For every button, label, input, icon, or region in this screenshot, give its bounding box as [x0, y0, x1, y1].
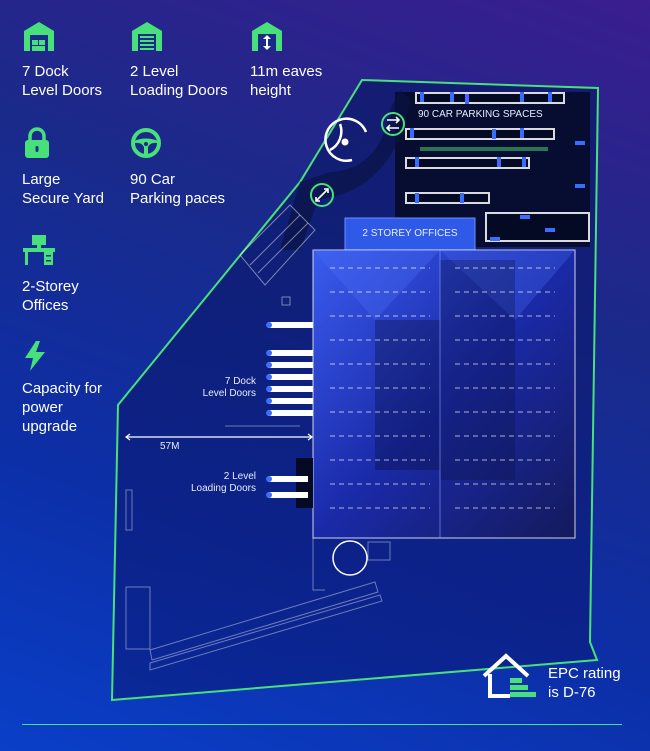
- yard-markings: [125, 489, 391, 671]
- warehouse-dock-icon: [24, 22, 54, 51]
- feature-label: 2 Level Loading Doors: [130, 63, 228, 99]
- roundabout-icon: [324, 117, 368, 162]
- feature-label: 2-Storey Offices: [22, 278, 79, 314]
- offices-block: [344, 217, 476, 251]
- warehouse-height-icon: [252, 22, 282, 51]
- loading-doors-label: 2 Level Loading Doors: [190, 471, 256, 494]
- feature-secure-yard: Large Secure Yard: [22, 127, 132, 207]
- feature-label: 7 Dock Level Doors: [22, 63, 103, 99]
- two-way-traffic-icon: [381, 112, 405, 136]
- padlock-icon: [25, 127, 49, 158]
- feature-dock-doors: 7 Dock Level Doors: [22, 20, 132, 100]
- desk-computer-icon: [23, 235, 55, 265]
- feature-power: Capacity for power upgrade: [22, 340, 132, 440]
- dock-doors: [266, 322, 313, 416]
- access-road: [280, 90, 410, 250]
- loading-doors: [266, 458, 313, 508]
- dock-doors-label: 7 Dock Level Doors: [202, 376, 256, 399]
- epc-rating: EPC rating is D-76: [548, 665, 621, 701]
- offices-label: 2 STOREY OFFICES: [362, 228, 458, 239]
- feature-eaves-height: 11m eaves height: [250, 20, 360, 100]
- turning-circle: [332, 540, 368, 576]
- steering-wheel-icon: [131, 128, 161, 158]
- width-dimension-label: 57M: [160, 441, 180, 452]
- feature-label: 90 Car Parking paces: [130, 171, 226, 207]
- feature-label: Large Secure Yard: [22, 171, 104, 207]
- warehouse-roller-door-icon: [132, 22, 162, 51]
- angled-ramp: [239, 204, 316, 306]
- two-way-traffic-icon: [310, 183, 334, 207]
- feature-label: 11m eaves height: [250, 63, 323, 99]
- feature-car-parking: 90 Car Parking paces: [130, 127, 250, 207]
- epc-house-icon: [482, 653, 536, 698]
- feature-loading-doors: 2 Level Loading Doors: [130, 20, 250, 100]
- lightning-bolt-icon: [25, 341, 45, 371]
- feature-offices: 2-Storey Offices: [22, 234, 132, 314]
- divider: [22, 724, 622, 725]
- parking-label: 90 CAR PARKING SPACES: [418, 109, 543, 120]
- feature-label: Capacity for power upgrade: [22, 380, 103, 435]
- warehouse-building: [312, 249, 576, 539]
- dimension-line: [125, 433, 313, 441]
